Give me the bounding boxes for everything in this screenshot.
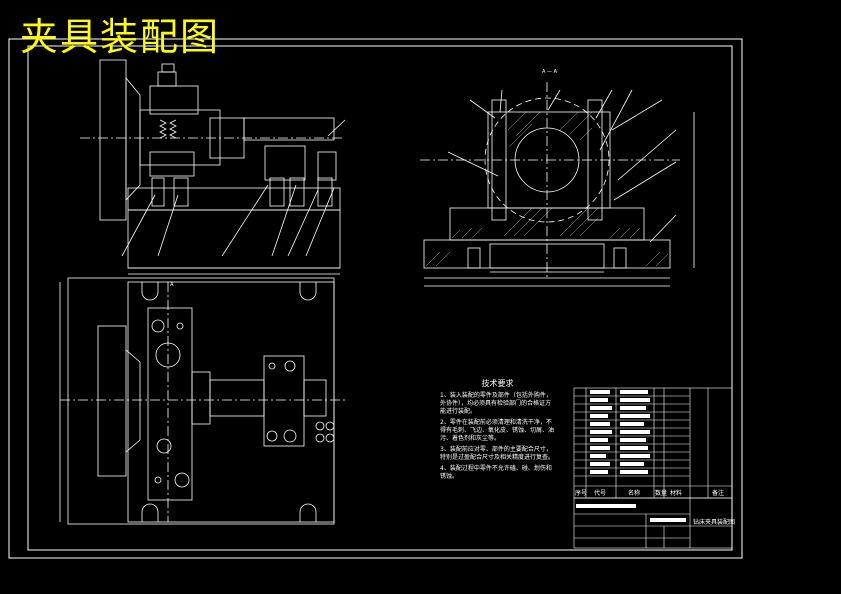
tech-requirement-item: 1、装入装配的零件及部件（包括外购件，外协件），均必须具有检验部门的合格证方能进…	[440, 392, 552, 415]
section-label: A — A	[542, 69, 558, 75]
top-view	[59, 277, 345, 525]
header-qty: 数量	[655, 490, 668, 497]
outer-frame	[8, 38, 743, 559]
section-view	[420, 82, 695, 287]
tech-requirement-item: 2、零件在装配前必须清理和清洗干净，不得有毛刺、飞边、氧化皮、锈蚀、切屑、油污、…	[440, 419, 555, 442]
inner-frame	[27, 45, 733, 551]
tech-requirements-heading: 技术要求	[481, 379, 514, 388]
drawing-name: 钻床夹具装配图	[693, 519, 736, 526]
tech-requirement-item: 3、装配前应对零、部件的主要配合尺寸，特别是过盈配合尺寸及相关精度进行复查。	[440, 446, 555, 461]
view-label-a: A	[170, 282, 174, 288]
parts-list	[573, 387, 733, 549]
section-hatch	[425, 111, 669, 267]
technical-requirements: 技术要求 1、装入装配的零件及部件（包括外购件，外协件），均必须具有检验部门的合…	[440, 380, 555, 484]
parts-list-text	[576, 390, 686, 522]
tech-requirement-item: 4、装配过程中零件不允许磕、碰、划伤和锈蚀。	[440, 465, 552, 480]
front-view	[80, 59, 346, 275]
header-note: 备注	[712, 490, 725, 497]
drawing-title: 夹具装配图	[20, 15, 221, 59]
header-code: 代号	[594, 490, 607, 497]
header-material: 材料	[670, 490, 683, 497]
header-seq: 序号	[575, 490, 588, 497]
header-name: 名称	[628, 490, 641, 497]
